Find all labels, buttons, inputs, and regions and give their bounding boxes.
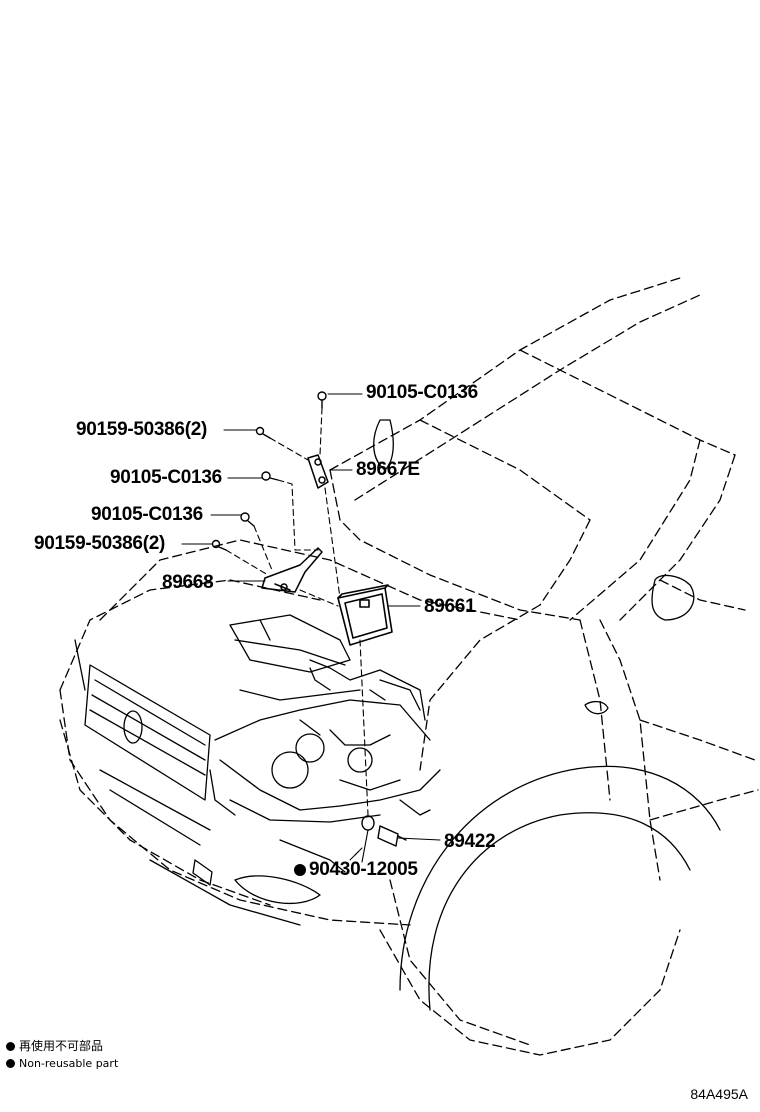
part-label-90430-12005-text: 90430-12005 xyxy=(309,859,418,880)
part-label-89667e[interactable]: 89667E xyxy=(356,459,420,480)
bracket-89668 xyxy=(261,547,323,593)
part-label-89422[interactable]: 89422 xyxy=(444,831,496,852)
part-label-89661[interactable]: 89661 xyxy=(424,596,476,617)
part-label-90105-c0136-lower[interactable]: 90105-C0136 xyxy=(91,504,203,525)
part-label-90159-50386-upper[interactable]: 90159-50386(2) xyxy=(76,419,208,440)
drawing-id: 84A495A xyxy=(690,1086,748,1102)
ecu-module xyxy=(337,584,393,646)
legend-japanese-text: 再使用不可部品 xyxy=(19,1039,104,1053)
legend-dot-icon xyxy=(6,1059,15,1068)
legend-english: Non-reusable part xyxy=(6,1058,118,1069)
legend-english-text: Non-reusable part xyxy=(19,1057,119,1070)
part-label-90105-c0136-top[interactable]: 90105-C0136 xyxy=(366,382,478,403)
hatch-mark xyxy=(349,847,363,861)
part-label-90159-50386-lower[interactable]: 90159-50386(2) xyxy=(34,533,166,554)
bracket-89667e xyxy=(307,454,329,489)
legend-dot-icon xyxy=(6,1042,15,1051)
leader-lines xyxy=(181,393,441,863)
fender-and-wheel xyxy=(373,419,721,1011)
non-reusable-marker-icon xyxy=(294,864,306,876)
installation-guide-lines xyxy=(225,407,369,816)
engine-assembly xyxy=(209,614,441,823)
part-label-90105-c0136-middle[interactable]: 90105-C0136 xyxy=(110,467,222,488)
grille-and-bumper xyxy=(74,639,346,926)
part-label-89668[interactable]: 89668 xyxy=(162,572,214,593)
legend-japanese: 再使用不可部品 xyxy=(6,1040,103,1052)
part-label-90430-12005[interactable]: 90430-12005 xyxy=(294,860,418,879)
